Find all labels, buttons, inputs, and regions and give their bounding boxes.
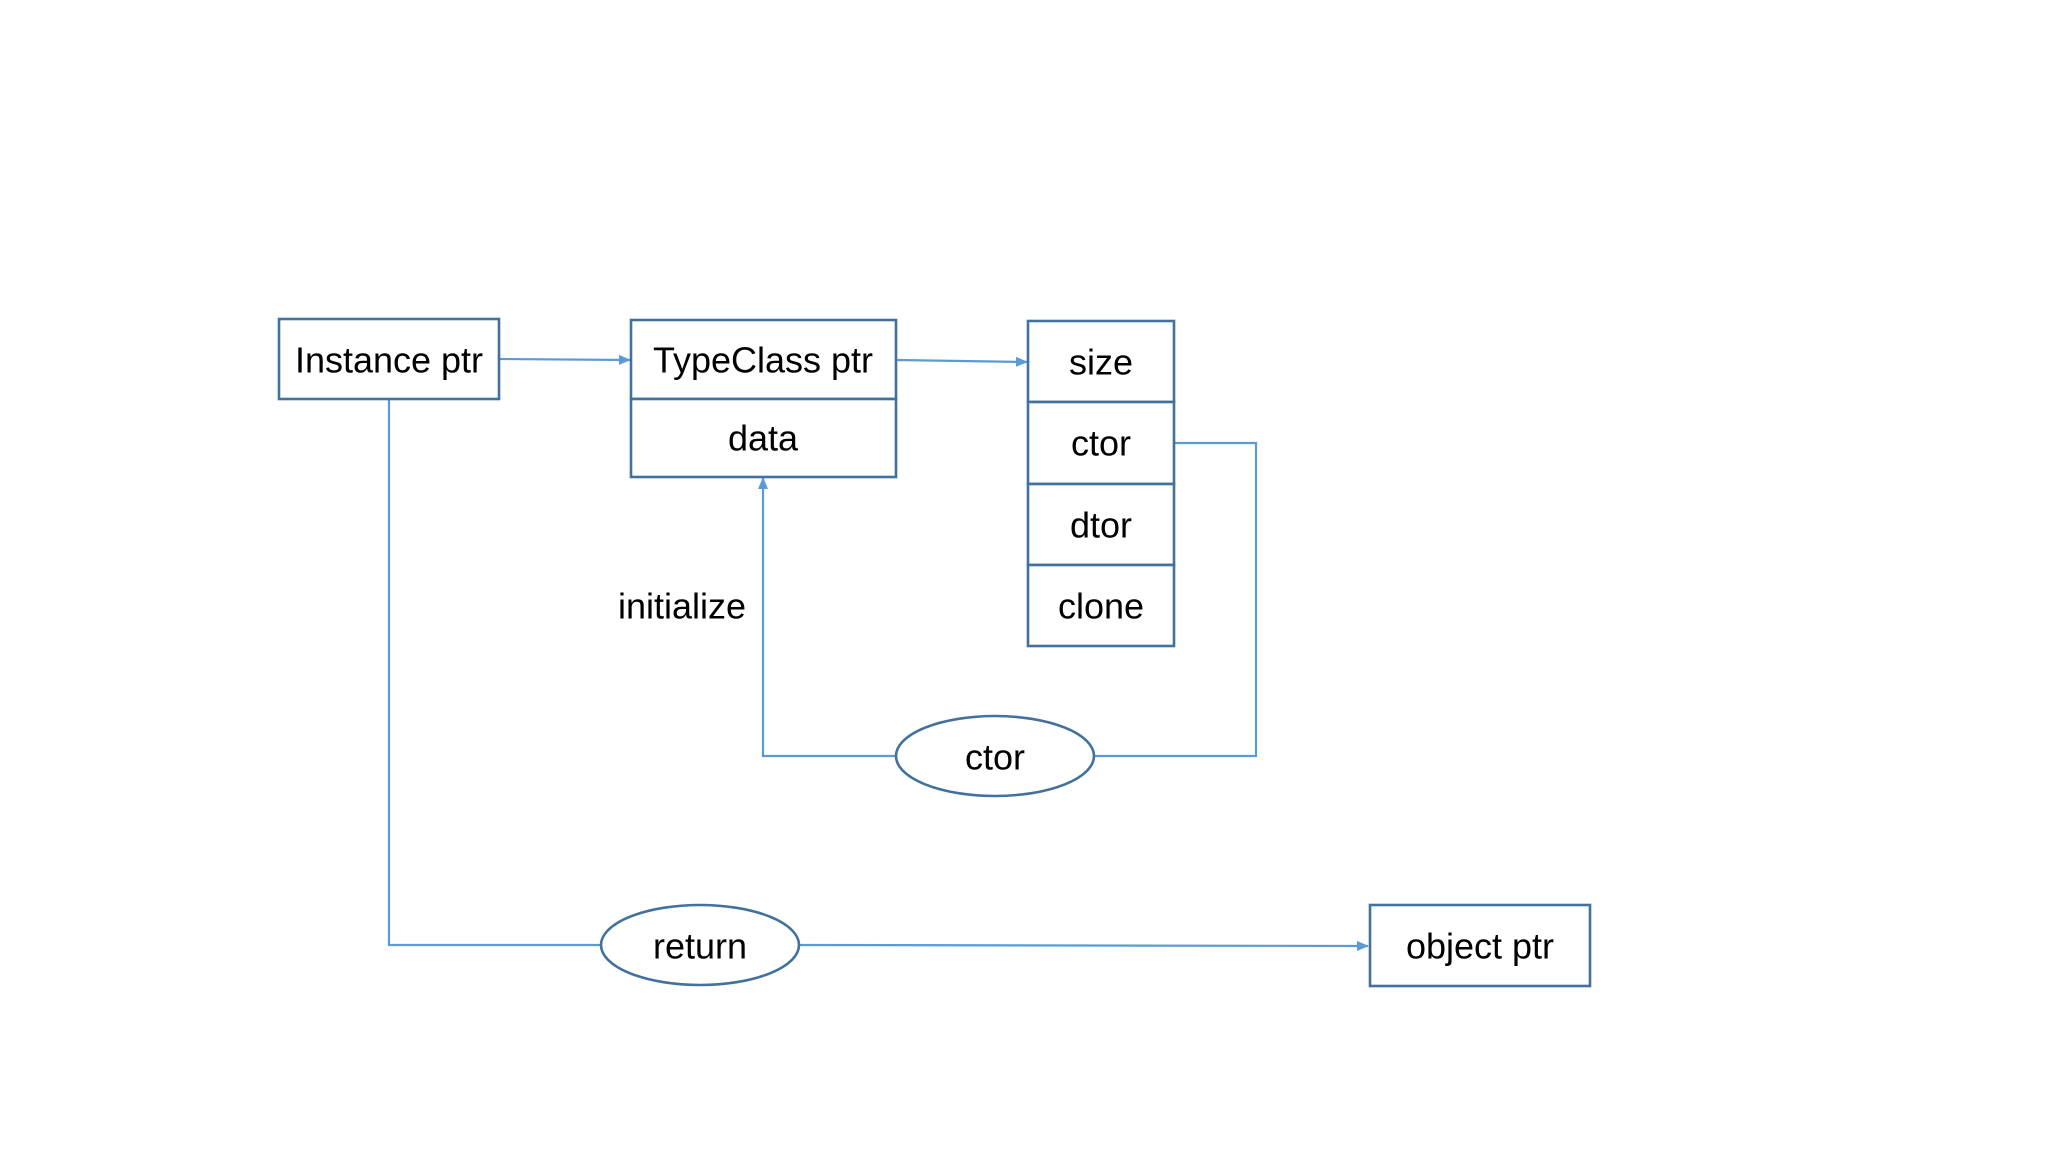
- arrow-typeclass-to-size: [896, 356, 1028, 367]
- arrow-instance-to-typeclass: [498, 354, 631, 365]
- typeclass-table: size ctor dtor clone: [1026, 319, 1176, 648]
- typeclass-record: TypeClass ptr data: [629, 318, 898, 479]
- object-ptr-label: object ptr: [1406, 926, 1554, 967]
- object-ptr-box: object ptr: [1368, 903, 1592, 988]
- return-step-node: return: [599, 903, 801, 987]
- data-cell: [629, 397, 898, 479]
- data-label: data: [728, 418, 799, 459]
- ctor-step-label: ctor: [965, 737, 1025, 778]
- instance-ptr-label: Instance ptr: [295, 340, 483, 381]
- typeclass-ptr-label: TypeClass ptr: [653, 340, 873, 381]
- connectors: [387, 354, 1369, 951]
- dtor-cell: [1026, 482, 1176, 567]
- arrow-return-to-object-ptr: [799, 940, 1369, 951]
- initialize-label: initialize: [618, 586, 746, 627]
- ctor-step-node: ctor: [894, 714, 1096, 798]
- ctor-field-label: ctor: [1071, 423, 1131, 464]
- typeclass-ptr-cell: [629, 318, 898, 401]
- clone-label: clone: [1058, 586, 1144, 627]
- instance-ptr-box: Instance ptr: [277, 317, 501, 401]
- connector-ctor-field-to-ctor-step: [1094, 441, 1258, 758]
- ctor-field-cell: [1026, 400, 1176, 486]
- size-label: size: [1069, 342, 1133, 383]
- dtor-label: dtor: [1070, 505, 1132, 546]
- connector-instance-to-return: [387, 400, 601, 947]
- return-step-label: return: [653, 926, 747, 967]
- clone-cell: [1026, 563, 1176, 648]
- arrow-ctor-step-to-data: [758, 477, 896, 758]
